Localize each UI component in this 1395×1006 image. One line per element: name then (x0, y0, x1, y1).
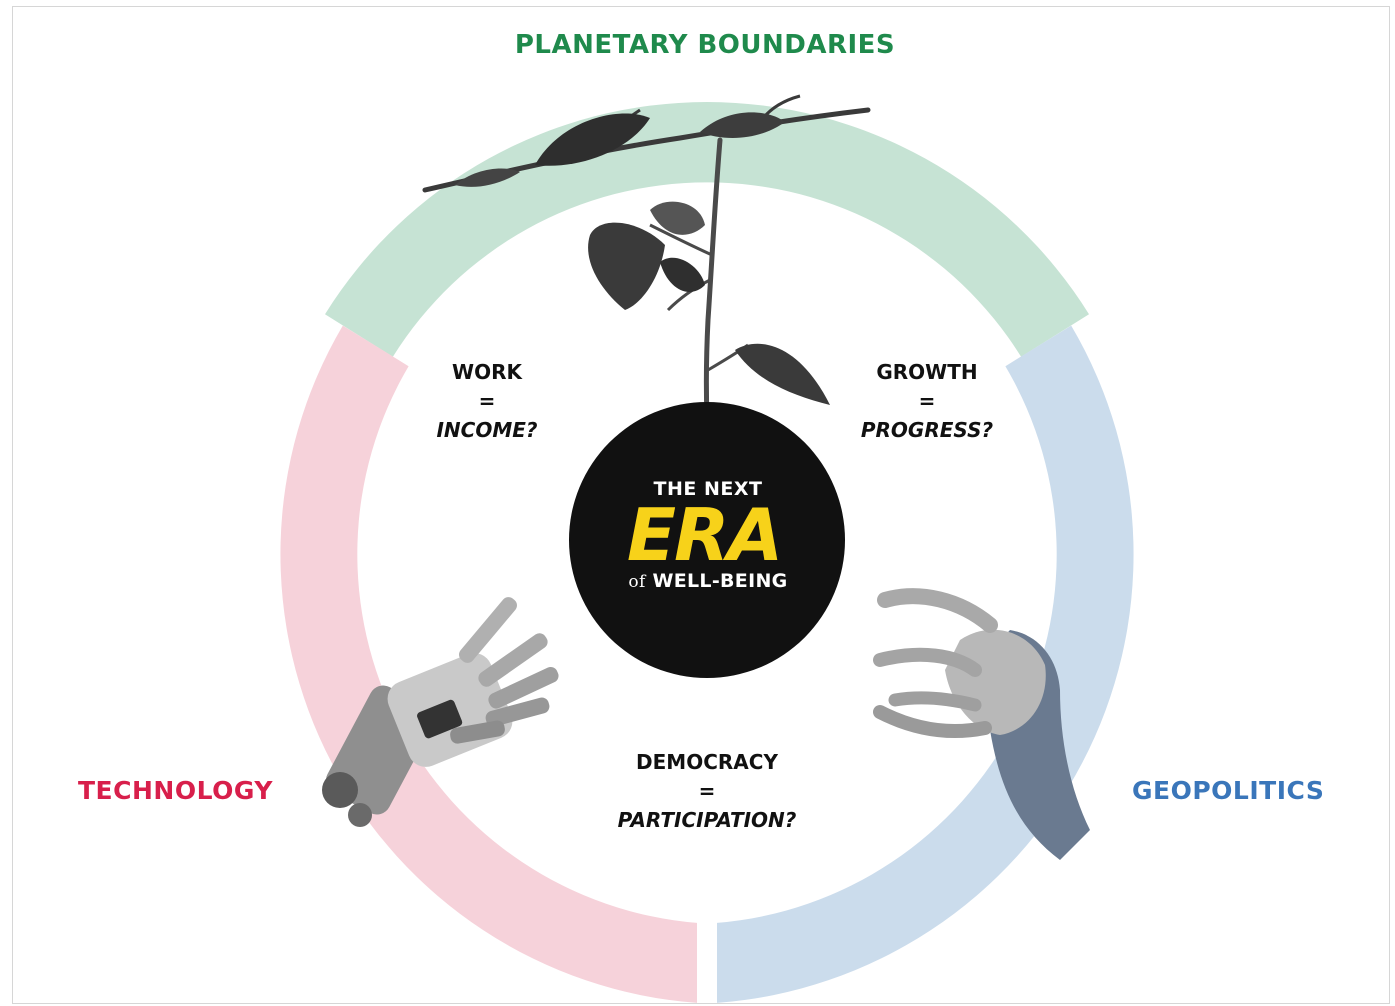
question-equals: = (478, 389, 496, 413)
segment-planetary-boundaries (325, 102, 1089, 357)
center-title-line3: of WELL-BEING (570, 570, 846, 593)
question-answer: PARTICIPATION? (617, 808, 797, 832)
question-answer: PROGRESS? (860, 418, 994, 442)
question-subject: WORK (452, 360, 522, 384)
robot-hand-illustration (322, 597, 559, 827)
center-title-well-being: WELL-BEING (652, 570, 788, 592)
question-subject: GROWTH (876, 360, 978, 384)
question-democracy-participation: DEMOCRACY = PARTICIPATION? (577, 748, 837, 835)
plant-branch-illustration (422, 94, 871, 421)
center-disc (569, 402, 845, 678)
question-growth-progress: GROWTH = PROGRESS? (797, 358, 1057, 445)
label-technology: TECHNOLOGY (78, 776, 273, 805)
label-geopolitics: GEOPOLITICS (1132, 776, 1325, 805)
human-hand-illustration (873, 588, 1090, 860)
segment-technology (280, 325, 697, 1003)
question-equals: = (918, 389, 936, 413)
center-title-line1: THE NEXT (653, 478, 763, 500)
label-planetary-boundaries: PLANETARY BOUNDARIES (514, 30, 896, 60)
question-work-income: WORK = INCOME? (357, 358, 617, 445)
center-title: THE NEXT ERA of WELL-BEING (570, 478, 846, 593)
segment-geopolitics (717, 325, 1134, 1003)
center-title-of: of (628, 572, 646, 592)
question-answer: INCOME? (436, 418, 538, 442)
center-title-era: ERA (626, 493, 783, 577)
question-equals: = (698, 779, 716, 803)
question-subject: DEMOCRACY (636, 750, 778, 774)
